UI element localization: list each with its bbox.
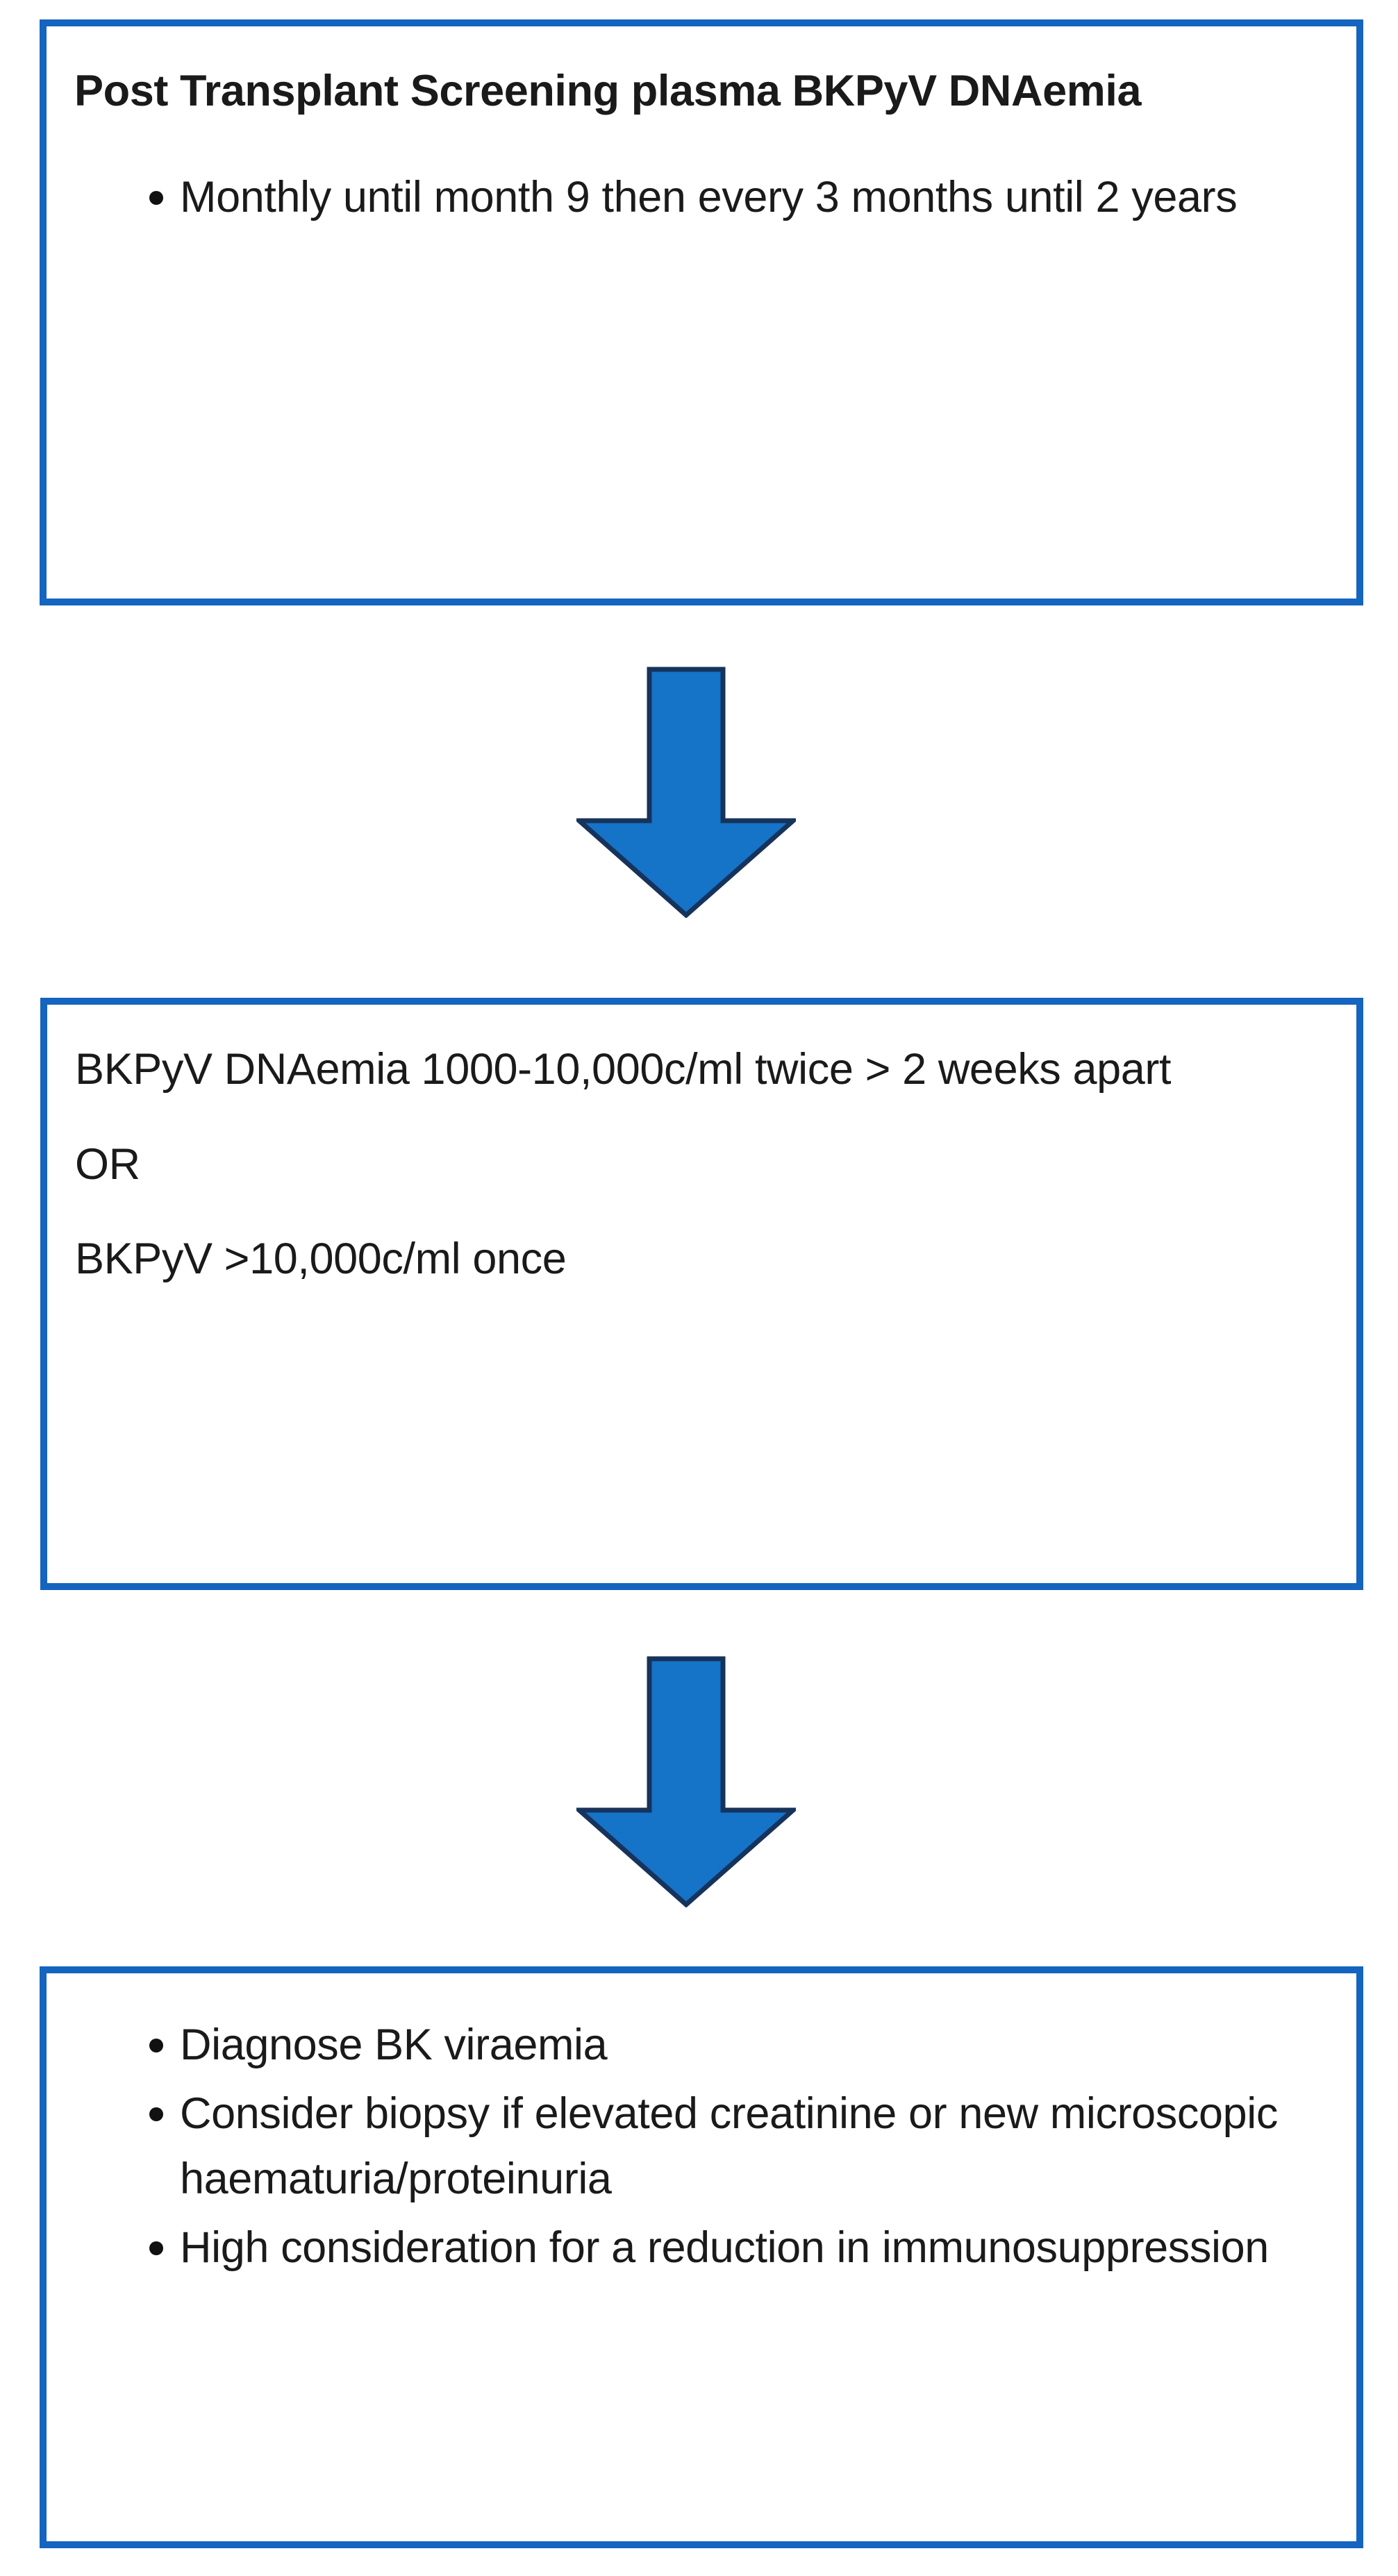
bullet-dot-icon	[149, 2241, 163, 2255]
box-3-bullet-0-text: Diagnose BK viraemia	[180, 2021, 608, 2069]
down-arrow-icon-2	[576, 1656, 796, 1907]
list-item: High consideration for a reduction in im…	[74, 2215, 1329, 2281]
box-1-content: Post Transplant Screening plasma BKPyV D…	[47, 26, 1356, 230]
bullet-dot-icon	[149, 2107, 163, 2121]
bullet-dot-icon	[149, 2039, 163, 2052]
box-3-content: Diagnose BK viraemia Consider biopsy if …	[47, 1973, 1356, 2283]
list-item: Monthly until month 9 then every 3 month…	[74, 165, 1329, 231]
list-item: Consider biopsy if elevated creatinine o…	[74, 2081, 1329, 2212]
box-3-bullet-2-text: High consideration for a reduction in im…	[180, 2223, 1269, 2272]
box-3-bullet-list: Diagnose BK viraemia Consider biopsy if …	[74, 2012, 1329, 2280]
process-box-threshold: BKPyV DNAemia 1000-10,000c/ml twice > 2 …	[40, 998, 1363, 1590]
list-item: Diagnose BK viraemia	[74, 2012, 1329, 2078]
box-3-bullet-1-text: Consider biopsy if elevated creatinine o…	[180, 2089, 1278, 2204]
down-arrow-icon-1	[576, 667, 796, 918]
box-2-line-2: BKPyV >10,000c/ml once	[75, 1235, 567, 1283]
box-1-bullet-0-text: Monthly until month 9 then every 3 month…	[180, 172, 1238, 221]
box-1-heading: Post Transplant Screening plasma BKPyV D…	[74, 67, 1142, 115]
box-1-bullet-list: Monthly until month 9 then every 3 month…	[74, 165, 1329, 231]
box-2-line-1: OR	[75, 1139, 140, 1189]
process-box-screening: Post Transplant Screening plasma BKPyV D…	[40, 19, 1363, 605]
bullet-dot-icon	[149, 190, 163, 205]
box-2-content: BKPyV DNAemia 1000-10,000c/ml twice > 2 …	[47, 1005, 1356, 1292]
box-2-line-0: BKPyV DNAemia 1000-10,000c/ml twice > 2 …	[75, 1045, 1172, 1094]
process-box-actions: Diagnose BK viraemia Consider biopsy if …	[40, 1966, 1363, 2548]
